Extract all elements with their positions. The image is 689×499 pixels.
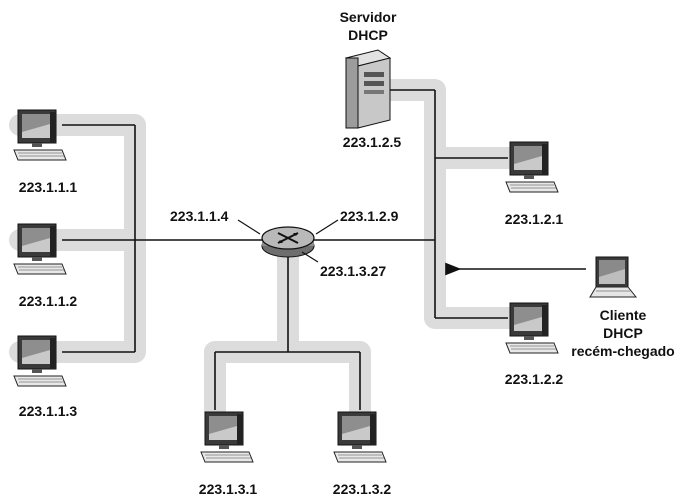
host-223-1-3-1-icon	[200, 411, 254, 463]
server-title-line1: Servidor	[340, 9, 397, 25]
host-label: 223.1.1.3	[19, 403, 78, 419]
router-ip-right: 223.1.2.9	[340, 208, 399, 224]
server-ip: 223.1.2.5	[343, 134, 402, 150]
router-bottom-pointer	[301, 251, 319, 263]
server-icon	[344, 49, 392, 129]
host-223-1-2-2-icon	[505, 302, 559, 354]
router-ip-left: 223.1.1.4	[170, 208, 229, 224]
client-label-line1: Cliente	[600, 307, 647, 323]
host-label: 223.1.3.1	[199, 481, 258, 497]
router-ip-bottom: 223.1.3.27	[320, 263, 386, 279]
client-label-line3: recém-chegado	[571, 343, 674, 359]
host-label: 223.1.3.2	[333, 481, 392, 497]
host-label: 223.1.1.2	[19, 293, 78, 309]
client-label-line2: DHCP	[603, 325, 643, 341]
host-223-1-3-2-icon	[333, 411, 387, 463]
host-label: 223.1.1.1	[19, 179, 78, 195]
router-right-pointer	[315, 219, 339, 235]
server-title-line2: DHCP	[348, 27, 388, 43]
host-223-1-2-1-icon	[505, 141, 559, 193]
host-label: 223.1.2.2	[505, 371, 564, 387]
router-left-pointer	[237, 219, 261, 235]
router-icon	[261, 226, 315, 258]
new-client-laptop-icon	[589, 256, 637, 298]
host-label: 223.1.2.1	[505, 211, 564, 227]
links	[62, 89, 508, 410]
